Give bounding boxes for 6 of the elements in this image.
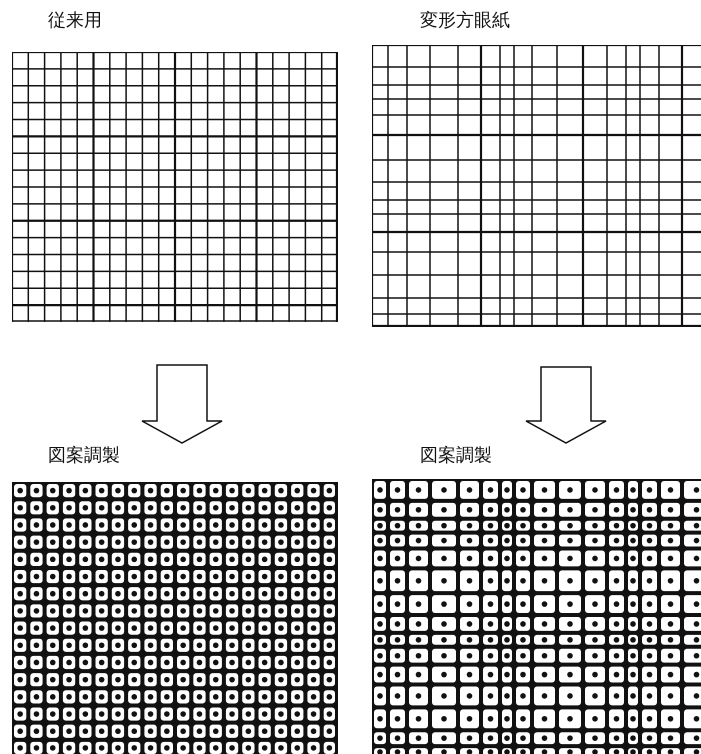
heading: 従来用 [48,10,102,32]
heading: 図案調製 [420,445,492,467]
heading: 変形方眼紙 [420,10,510,32]
block-arrow [141,364,223,444]
heading: 図案調製 [48,445,120,467]
block-arrow [525,366,607,444]
